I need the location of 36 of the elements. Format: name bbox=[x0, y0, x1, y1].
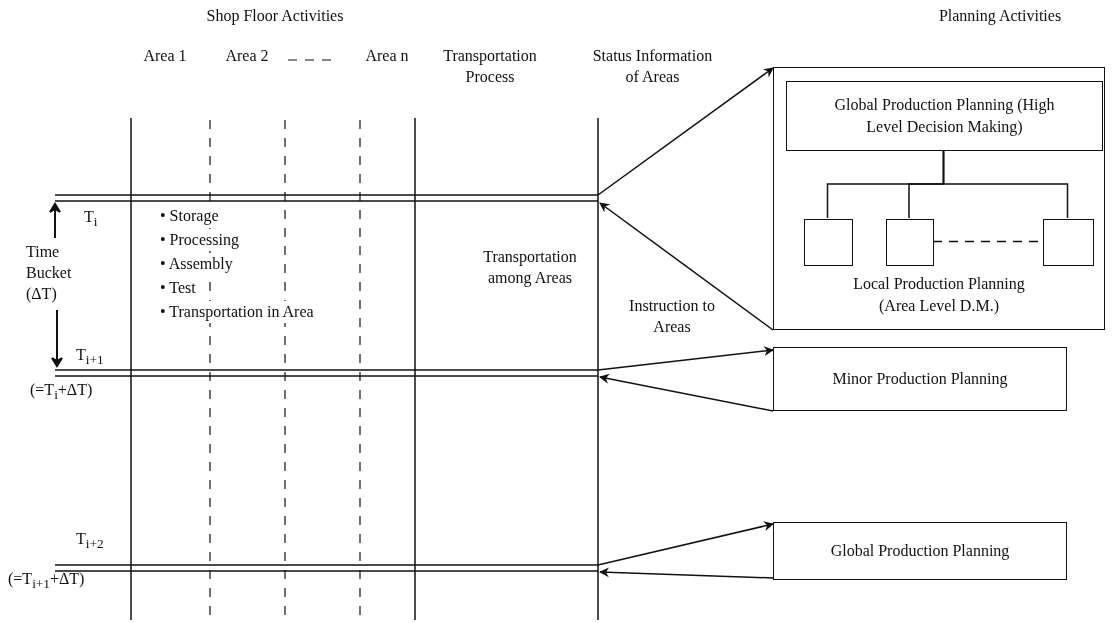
arrow-label: Instruction to Areas bbox=[628, 296, 716, 337]
time-label: (=T$_{i+1}$+ΔT) bbox=[8, 569, 86, 593]
process-box bbox=[773, 347, 1067, 411]
process-box bbox=[773, 522, 1067, 580]
arrow bbox=[599, 202, 774, 331]
section-heading: Planning Activities bbox=[937, 6, 1063, 27]
planning-panel bbox=[773, 67, 1105, 330]
column-heading: Area n bbox=[365, 46, 409, 66]
time-bucket-label: Time Bucket (ΔT) bbox=[26, 242, 73, 305]
time-label: T$_{i+1}$ bbox=[76, 345, 105, 369]
time-label: T$_{i+2}$ bbox=[76, 529, 105, 553]
empty-box bbox=[1043, 219, 1094, 266]
column-text: Transportation among Areas bbox=[482, 247, 578, 289]
box-label: Global Production Planning bbox=[829, 541, 1011, 562]
column-heading: Status Information of Areas bbox=[591, 46, 714, 87]
arrow bbox=[599, 373, 774, 412]
time-label: (=T$_{i}$+ΔT) bbox=[30, 380, 94, 404]
box-label: Global Production Planning (High Level Decision Making) bbox=[833, 95, 1056, 138]
column-heading: Area 2 bbox=[225, 46, 269, 66]
activity-item: • Transportation in Area bbox=[160, 301, 314, 324]
column-heading: Area 1 bbox=[143, 46, 187, 66]
empty-box bbox=[804, 219, 853, 266]
time-label: T$_{i}$ bbox=[84, 207, 99, 231]
arrow bbox=[597, 346, 774, 371]
arrow bbox=[597, 67, 774, 196]
arrow bbox=[597, 521, 774, 566]
empty-box bbox=[886, 219, 934, 266]
box-label: Local Production Planning (Area Level D.M.) bbox=[852, 274, 1026, 317]
column-heading: Transportation Process bbox=[442, 46, 538, 87]
process-box bbox=[786, 81, 1103, 151]
connector-line bbox=[942, 149, 1069, 219]
activity-item: • Processing bbox=[160, 229, 239, 252]
arrow bbox=[599, 567, 774, 579]
section-heading: Shop Floor Activities bbox=[205, 6, 345, 27]
box-label: Minor Production Planning bbox=[831, 369, 1009, 390]
activity-item: • Assembly bbox=[160, 253, 233, 276]
